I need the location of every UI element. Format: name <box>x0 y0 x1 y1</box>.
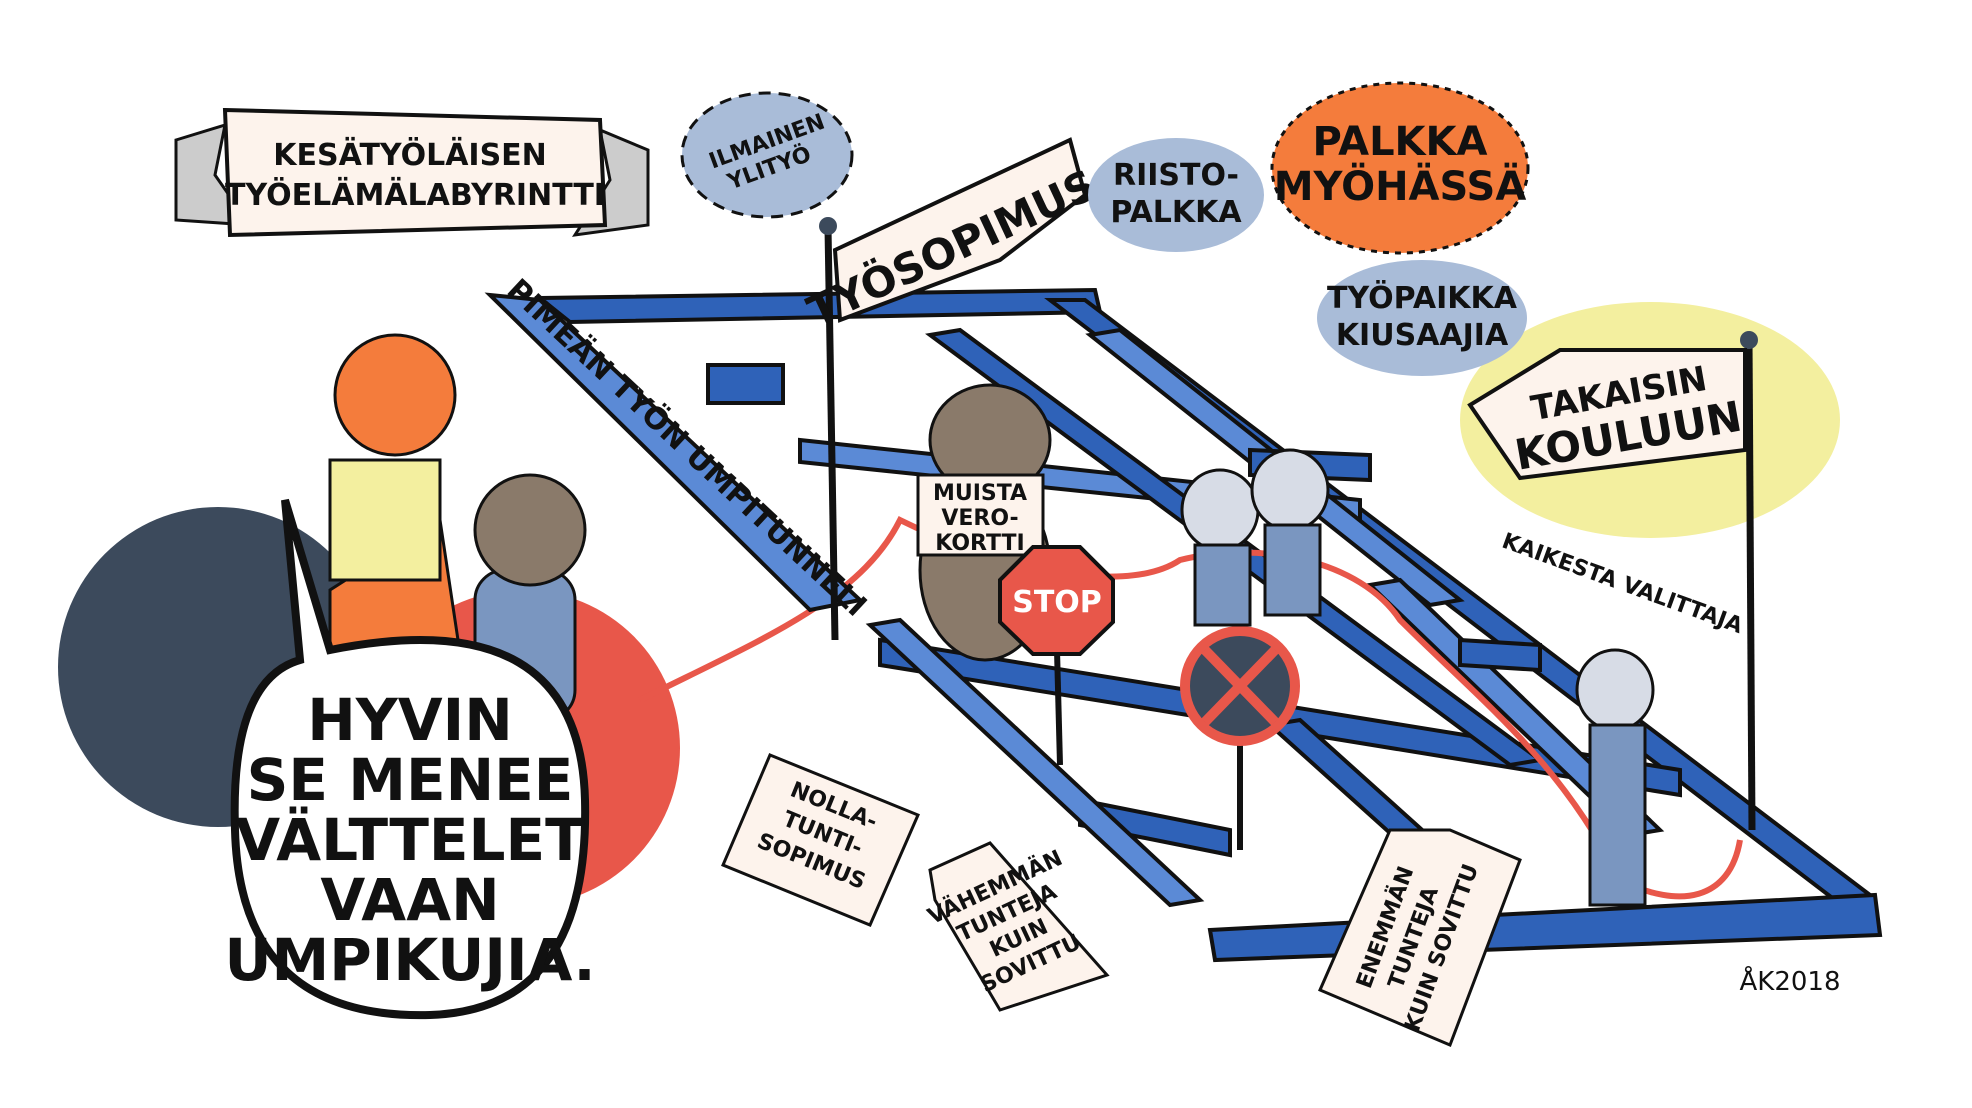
svg-text:VAAN: VAAN <box>320 866 499 934</box>
svg-text:MUISTA: MUISTA <box>933 481 1027 506</box>
bullies-bubble: TYÖPAIKKA KIUSAAJIA <box>1317 260 1527 376</box>
title-banner: KESÄTYÖLÄISEN TYÖELÄMÄLABYRINTTI <box>174 107 650 238</box>
rabbit-characters <box>1180 448 1655 907</box>
artist-signature: ÅK2018 <box>1739 965 1840 997</box>
svg-text:UMPIKUJIA.: UMPIKUJIA. <box>224 926 595 994</box>
svg-text:MYÖHÄSSÄ: MYÖHÄSSÄ <box>1274 162 1527 210</box>
svg-text:STOP: STOP <box>1012 585 1102 620</box>
svg-text:VÄLTTELET: VÄLTTELET <box>235 805 585 874</box>
complainer-label: KAIKESTA VALITTAJA <box>1499 529 1746 639</box>
zero-hours-tag: NOLLA- TUNTI- SOPIMUS <box>721 753 920 927</box>
exploit-pay-bubble: RIISTO- PALKKA <box>1088 138 1264 252</box>
fewer-hours-tag: VÄHEMMÄN TUNTEJA KUIN SOVITTU <box>924 841 1110 1012</box>
svg-text:PALKKA: PALKKA <box>1312 119 1487 165</box>
svg-text:TYÖELÄMÄLABYRINTTI: TYÖELÄMÄLABYRINTTI <box>225 176 605 213</box>
svg-text:PALKKA: PALKKA <box>1110 195 1242 230</box>
speech-bubble: HYVIN SE MENEE VÄLTTELET VAAN UMPIKUJIA. <box>224 498 596 1020</box>
bear-character: MUISTA VERO- KORTTI <box>916 383 1052 662</box>
svg-text:RIISTO-: RIISTO- <box>1113 158 1239 193</box>
more-hours-tag: ENEMMÄN TUNTEJA KUIN SOVITTU <box>1318 828 1522 1047</box>
svg-text:HYVIN: HYVIN <box>307 686 513 754</box>
back-to-school-flag: TAKAISIN KOULUUN <box>1467 331 1758 831</box>
svg-text:VERO-: VERO- <box>941 506 1018 531</box>
late-pay-bubble: PALKKA MYÖHÄSSÄ <box>1270 81 1530 255</box>
tax-card-sign <box>916 473 1045 557</box>
svg-text:KORTTI: KORTTI <box>935 531 1024 556</box>
free-overtime-bubble: ILMAINEN YLITYÖ <box>680 91 854 219</box>
svg-text:KESÄTYÖLÄISEN: KESÄTYÖLÄISEN <box>273 136 547 173</box>
no-parking-sign <box>1180 626 1300 850</box>
svg-text:SE MENEE: SE MENEE <box>247 746 574 814</box>
svg-text:KIUSAAJIA: KIUSAAJIA <box>1336 318 1509 353</box>
stop-sign: STOP <box>998 545 1115 766</box>
svg-text:TYÖPAIKKA: TYÖPAIKKA <box>1327 279 1518 316</box>
